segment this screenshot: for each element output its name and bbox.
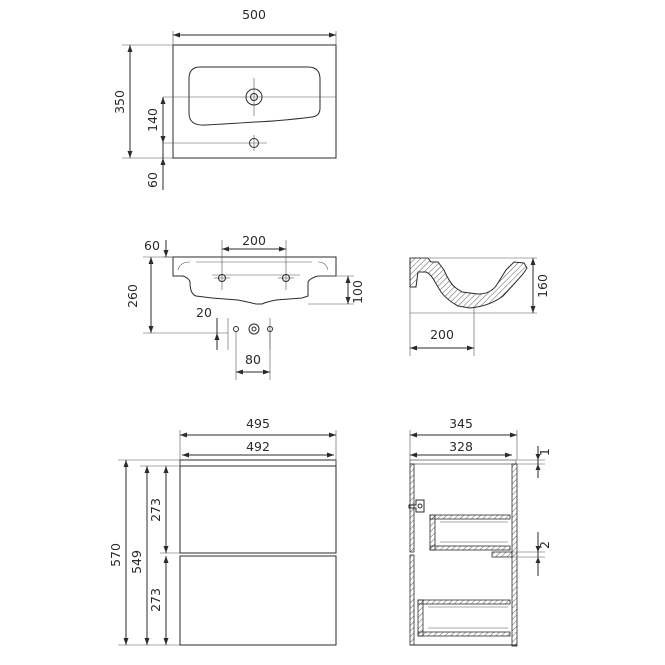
dimension-label: 328 bbox=[449, 439, 473, 454]
sink-bowl bbox=[188, 66, 321, 126]
dimension-label: 200 bbox=[430, 327, 454, 342]
dimension-label: 80 bbox=[245, 352, 261, 367]
dimension-label: 1 bbox=[537, 448, 552, 456]
dimension-label: 273 bbox=[148, 588, 163, 612]
dimension-label: 273 bbox=[148, 498, 163, 522]
sink-side-section: 160 200 bbox=[409, 257, 550, 356]
dimension-label: 260 bbox=[125, 284, 140, 308]
cabinet-top bbox=[179, 459, 337, 467]
dimension-label: 60 bbox=[145, 172, 160, 188]
siphon-bracket bbox=[408, 499, 425, 513]
dimension-label: 350 bbox=[112, 90, 127, 114]
overflow-hole bbox=[249, 138, 259, 148]
dimension-label: 500 bbox=[242, 7, 266, 22]
sink-outline bbox=[172, 44, 337, 159]
sink-front-view: 200 60 260 100 20 bbox=[125, 233, 365, 380]
dimension-label: 495 bbox=[246, 416, 270, 431]
sink-top-view: 500 350 140 60 bbox=[112, 7, 337, 190]
cabinet-side-section: 345 328 1 2 bbox=[408, 416, 552, 647]
dimension-label: 100 bbox=[350, 280, 365, 304]
sink-section-profile bbox=[409, 257, 528, 309]
dimension-label: 2 bbox=[537, 541, 552, 549]
sink-front-outline bbox=[172, 256, 337, 305]
dimension-label: 345 bbox=[449, 416, 473, 431]
dimension-label: 140 bbox=[145, 108, 160, 132]
dimension-label: 20 bbox=[196, 305, 212, 320]
dimension-label: 60 bbox=[144, 238, 160, 253]
lower-drawer-front bbox=[409, 554, 415, 646]
dimension-label: 549 bbox=[129, 550, 144, 574]
dimension-label: 160 bbox=[535, 274, 550, 298]
tap-hole bbox=[245, 88, 263, 106]
dimension-label: 570 bbox=[108, 543, 123, 567]
lower-drawer bbox=[179, 555, 337, 646]
back-panel bbox=[511, 463, 518, 647]
cabinet-front-view: 495 492 570 549 273 273 bbox=[108, 416, 337, 646]
dimension-label: 492 bbox=[246, 439, 270, 454]
dimension-label: 200 bbox=[242, 233, 266, 248]
upper-drawer bbox=[179, 465, 337, 554]
